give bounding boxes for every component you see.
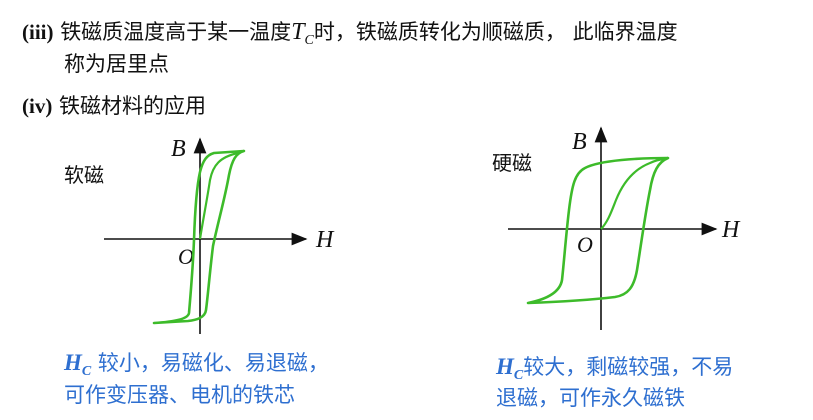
soft-desc-line2: 可作变压器、电机的铁芯 (64, 383, 295, 407)
hard-origin-label: O (577, 232, 593, 257)
soft-origin-label: O (178, 244, 194, 269)
item-iv-marker: (iv) (22, 94, 53, 118)
item-iv-line: (iv) 铁磁材料的应用 (22, 93, 206, 119)
hard-desc-line1: HC较大，剩磁较强，不易 (496, 353, 733, 385)
hard-magnet-title: 硬磁 (492, 151, 532, 175)
soft-desc-text1: 较小，易磁化、易退磁， (91, 351, 329, 375)
hard-hc-var: H (496, 354, 514, 379)
item-iii-line2: 称为居里点 (64, 52, 169, 76)
curie-temp-var: T (291, 19, 305, 45)
soft-axis-b-label: B (171, 136, 186, 162)
soft-desc-line1: HC 较小，易磁化、易退磁， (64, 349, 329, 381)
hard-initial-curve (600, 156, 669, 230)
soft-axis-h-label: H (316, 227, 334, 253)
item-iii-marker: (iii) (22, 20, 54, 44)
item-iii-text-after: 时，铁磁质转化为顺磁质， 此临界温度 (313, 20, 678, 44)
soft-initial-curve (198, 151, 239, 240)
soft-hysteresis-loop (152, 149, 246, 325)
curie-temp-sub: C (304, 33, 314, 48)
soft-hc-sub: C (81, 364, 92, 379)
hard-desc-line2: 退磁，可作永久磁铁 (496, 386, 685, 410)
soft-hc-var: H (64, 350, 82, 375)
item-iii-text-before: 铁磁质温度高于某一温度 (60, 20, 292, 44)
hard-hysteresis-loop (526, 156, 670, 305)
soft-magnet-title: 软磁 (64, 163, 104, 187)
hard-axis-b-label: B (572, 129, 587, 155)
hard-axis-h-label: H (722, 217, 740, 243)
item-iii-line: (iii) 铁磁质温度高于某一温度TC时，铁磁质转化为顺磁质， 此临界温度 (22, 19, 678, 49)
item-iv-text: 铁磁材料的应用 (59, 94, 207, 118)
hard-hc-sub: C (513, 368, 524, 383)
hard-desc-text1: 较大，剩磁较强，不易 (523, 355, 734, 379)
